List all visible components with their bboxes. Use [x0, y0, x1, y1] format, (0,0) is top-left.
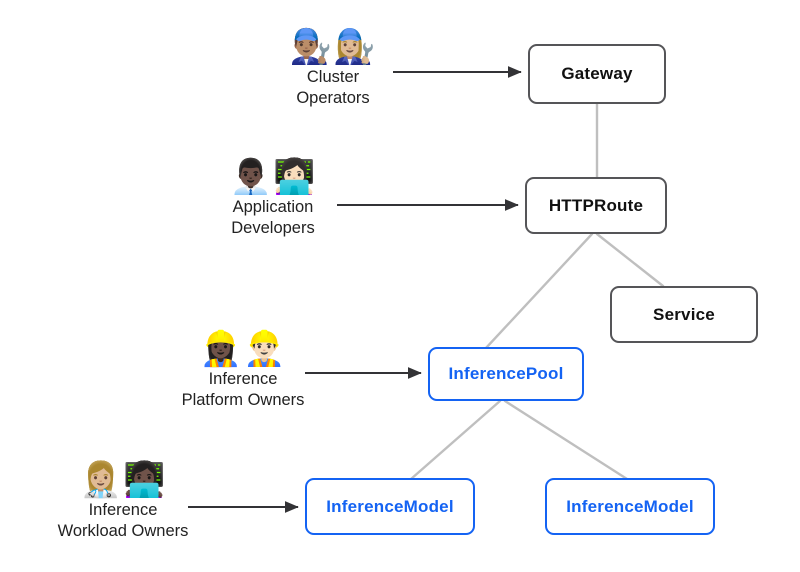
persona-inference-workload-owners: 👩🏼‍⚕️👩🏿‍💻 Inference Workload Owners [30, 463, 216, 542]
node-gateway-label: Gateway [561, 64, 633, 83]
node-httproute[interactable]: HTTPRoute [525, 177, 667, 234]
connector-inferencepool-to-inferencemodel-2 [503, 399, 629, 481]
node-service[interactable]: Service [610, 286, 758, 343]
cluster-operators-label: Cluster Operators [296, 68, 370, 108]
application-developers-label: Application Developers [231, 198, 315, 238]
connector-httproute-to-service [595, 232, 665, 288]
cluster-operators-emoji: 👨🏽‍🔧👩🏼‍🔧 [289, 28, 377, 66]
node-service-label: Service [653, 304, 715, 324]
node-inferencepool-label: InferencePool [448, 364, 564, 383]
node-inferencepool[interactable]: InferencePool [428, 347, 584, 401]
node-gateway[interactable]: Gateway [528, 44, 666, 104]
inference-workload-owners-label: Inference Workload Owners [57, 501, 189, 541]
inference-workload-owners-emoji: 👩🏼‍⚕️👩🏿‍💻 [79, 461, 167, 499]
connector-inferencepool-to-inferencemodel-1 [409, 399, 502, 481]
node-inferencemodel-2[interactable]: InferenceModel [545, 478, 715, 535]
persona-inference-platform-owners: 👷🏿‍♀️👷🏻‍♂️ Inference Platform Owners [150, 332, 336, 411]
node-httproute-label: HTTPRoute [548, 195, 644, 215]
node-inferencemodel-1[interactable]: InferenceModel [305, 478, 475, 535]
inference-platform-owners-emoji: 👷🏿‍♀️👷🏻‍♂️ [199, 330, 287, 368]
inference-platform-owners-label: Inference Platform Owners [181, 370, 305, 410]
node-inferencemodel-2-label: InferenceModel [566, 496, 694, 516]
persona-application-developers: 👨🏿‍💼👩🏻‍💻 Application Developers [190, 160, 356, 239]
connector-httproute-to-inferencepool [484, 232, 594, 350]
persona-cluster-operators: 👨🏽‍🔧👩🏼‍🔧 Cluster Operators [250, 30, 416, 109]
node-inferencemodel-1-label: InferenceModel [326, 496, 454, 516]
application-developers-emoji: 👨🏿‍💼👩🏻‍💻 [229, 158, 317, 196]
